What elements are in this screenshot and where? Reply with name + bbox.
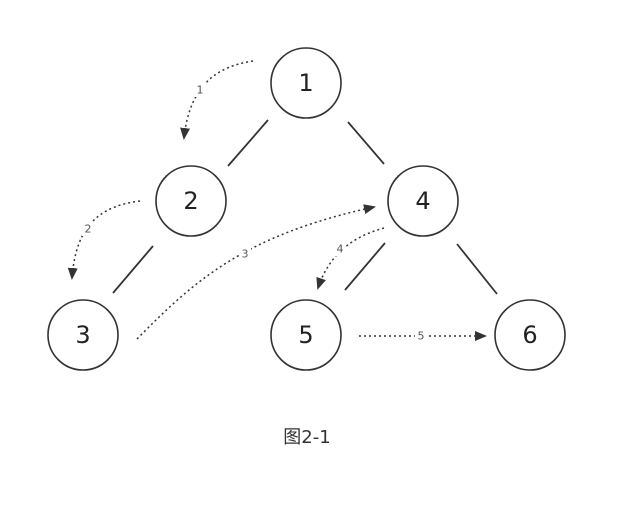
node-3: 3 [47,299,119,371]
figure-caption: 图2-1 [283,427,331,448]
node-1: 1 [270,47,342,119]
node-label: 5 [298,321,313,349]
node-label: 4 [415,187,430,215]
traversal-step-label: 5 [418,330,425,343]
traversal-step-3-arrow [136,204,376,340]
traversal-step-1-arrow [180,60,254,140]
node-circle [270,299,342,371]
traversal-step-label: 1 [197,84,204,97]
node-circle [155,165,227,237]
edge-4-6 [456,243,498,295]
node-5: 5 [270,299,342,371]
traversal-step-label: 2 [85,223,92,236]
edge-4-5 [344,242,386,291]
step-labels: 1 2 3 4 5 [82,83,427,343]
edge-1-4 [347,121,385,165]
traversal-step-label: 3 [242,248,249,261]
traversal-step-2-arrow [67,200,141,280]
node-2: 2 [155,165,227,237]
node-label: 1 [298,69,313,97]
node-circle [47,299,119,371]
tree-nodes: 1 2 3 4 5 6 [47,47,566,371]
node-4: 4 [387,165,459,237]
node-label: 2 [183,187,198,215]
edge-2-3 [112,245,154,294]
tree-edges [112,119,498,295]
node-6: 6 [494,299,566,371]
traversal-step-label: 4 [337,243,344,256]
edge-1-2 [227,119,269,167]
node-label: 6 [522,321,537,349]
traversal-paths [67,60,487,341]
node-circle [387,165,459,237]
node-circle [270,47,342,119]
node-label: 3 [75,321,90,349]
traversal-step-4-arrow [316,227,385,290]
node-circle [494,299,566,371]
